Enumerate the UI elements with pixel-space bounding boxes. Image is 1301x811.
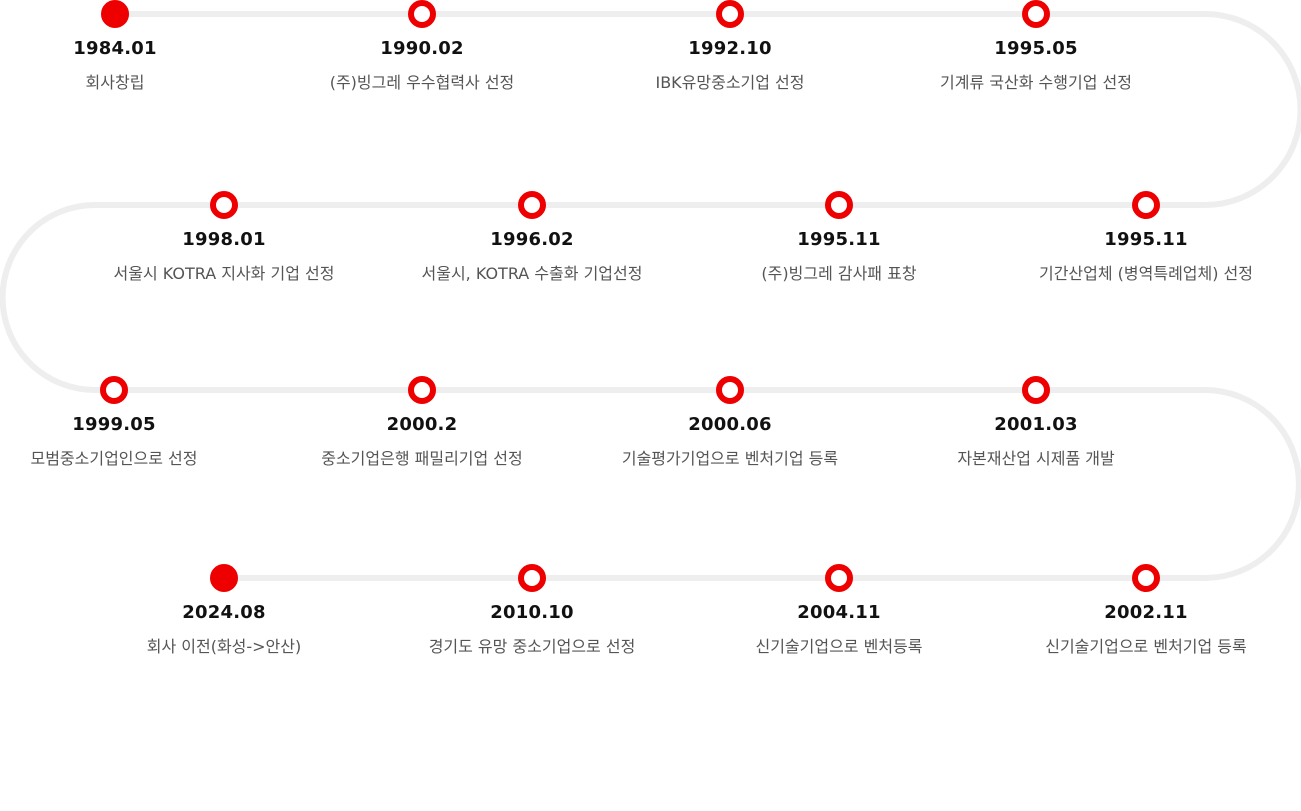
event-description: 서울시, KOTRA 수출화 기업선정 [421, 264, 643, 283]
event-date: 2002.11 [1104, 602, 1188, 623]
event-date: 1998.01 [182, 229, 266, 250]
milestone-dot [716, 376, 744, 404]
milestone-dot [825, 191, 853, 219]
timeline-path [0, 11, 1301, 581]
event-date: 2001.03 [994, 414, 1078, 435]
event-description: IBK유망중소기업 선정 [655, 73, 805, 92]
milestone-dot [210, 191, 238, 219]
event-date: 1992.10 [688, 38, 772, 59]
event-date: 1995.05 [994, 38, 1078, 59]
event-description: 신기술기업으로 벤처등록 [755, 637, 923, 656]
milestone-dot [1132, 191, 1160, 219]
event-date: 1984.01 [73, 38, 157, 59]
event-date: 2000.06 [688, 414, 772, 435]
milestone-dot [1022, 376, 1050, 404]
event-description: 기술평가기업으로 벤처기업 등록 [621, 449, 839, 468]
milestone-dot [518, 191, 546, 219]
event-date: 1999.05 [72, 414, 156, 435]
milestone-dot-filled [210, 564, 238, 592]
milestone-dot [1132, 564, 1160, 592]
milestone-dot [825, 564, 853, 592]
event-description: 모범중소기업인으로 선정 [30, 449, 198, 468]
milestone-dot-filled [101, 0, 129, 28]
event-description: 기간산업체 (병역특례업체) 선정 [1038, 264, 1254, 283]
event-date: 1995.11 [1104, 229, 1188, 250]
event-date: 2024.08 [182, 602, 266, 623]
event-description: 회사 이전(화성->안산) [146, 637, 302, 656]
event-date: 2010.10 [490, 602, 574, 623]
event-description: (주)빙그레 감사패 표창 [761, 264, 917, 283]
event-description: 신기술기업으로 벤처기업 등록 [1045, 637, 1247, 656]
event-date: 2000.2 [386, 414, 458, 435]
event-description: 자본재산업 시제품 개발 [957, 449, 1115, 468]
event-date: 2004.11 [797, 602, 881, 623]
event-description: 중소기업은행 패밀리기업 선정 [321, 449, 523, 468]
milestone-dot [408, 376, 436, 404]
event-description: 회사창립 [85, 73, 145, 92]
event-description: 기계류 국산화 수행기업 선정 [940, 73, 1132, 92]
milestone-dot [518, 564, 546, 592]
milestone-dot [716, 0, 744, 28]
event-description: 경기도 유망 중소기업으로 선정 [428, 637, 636, 656]
milestone-dot [100, 376, 128, 404]
event-description: (주)빙그레 우수협력사 선정 [329, 73, 515, 92]
event-date: 1996.02 [490, 229, 574, 250]
event-date: 1995.11 [797, 229, 881, 250]
event-description: 서울시 KOTRA 지사화 기업 선정 [113, 264, 335, 283]
event-date: 1990.02 [380, 38, 464, 59]
milestone-dot [408, 0, 436, 28]
milestone-dot [1022, 0, 1050, 28]
